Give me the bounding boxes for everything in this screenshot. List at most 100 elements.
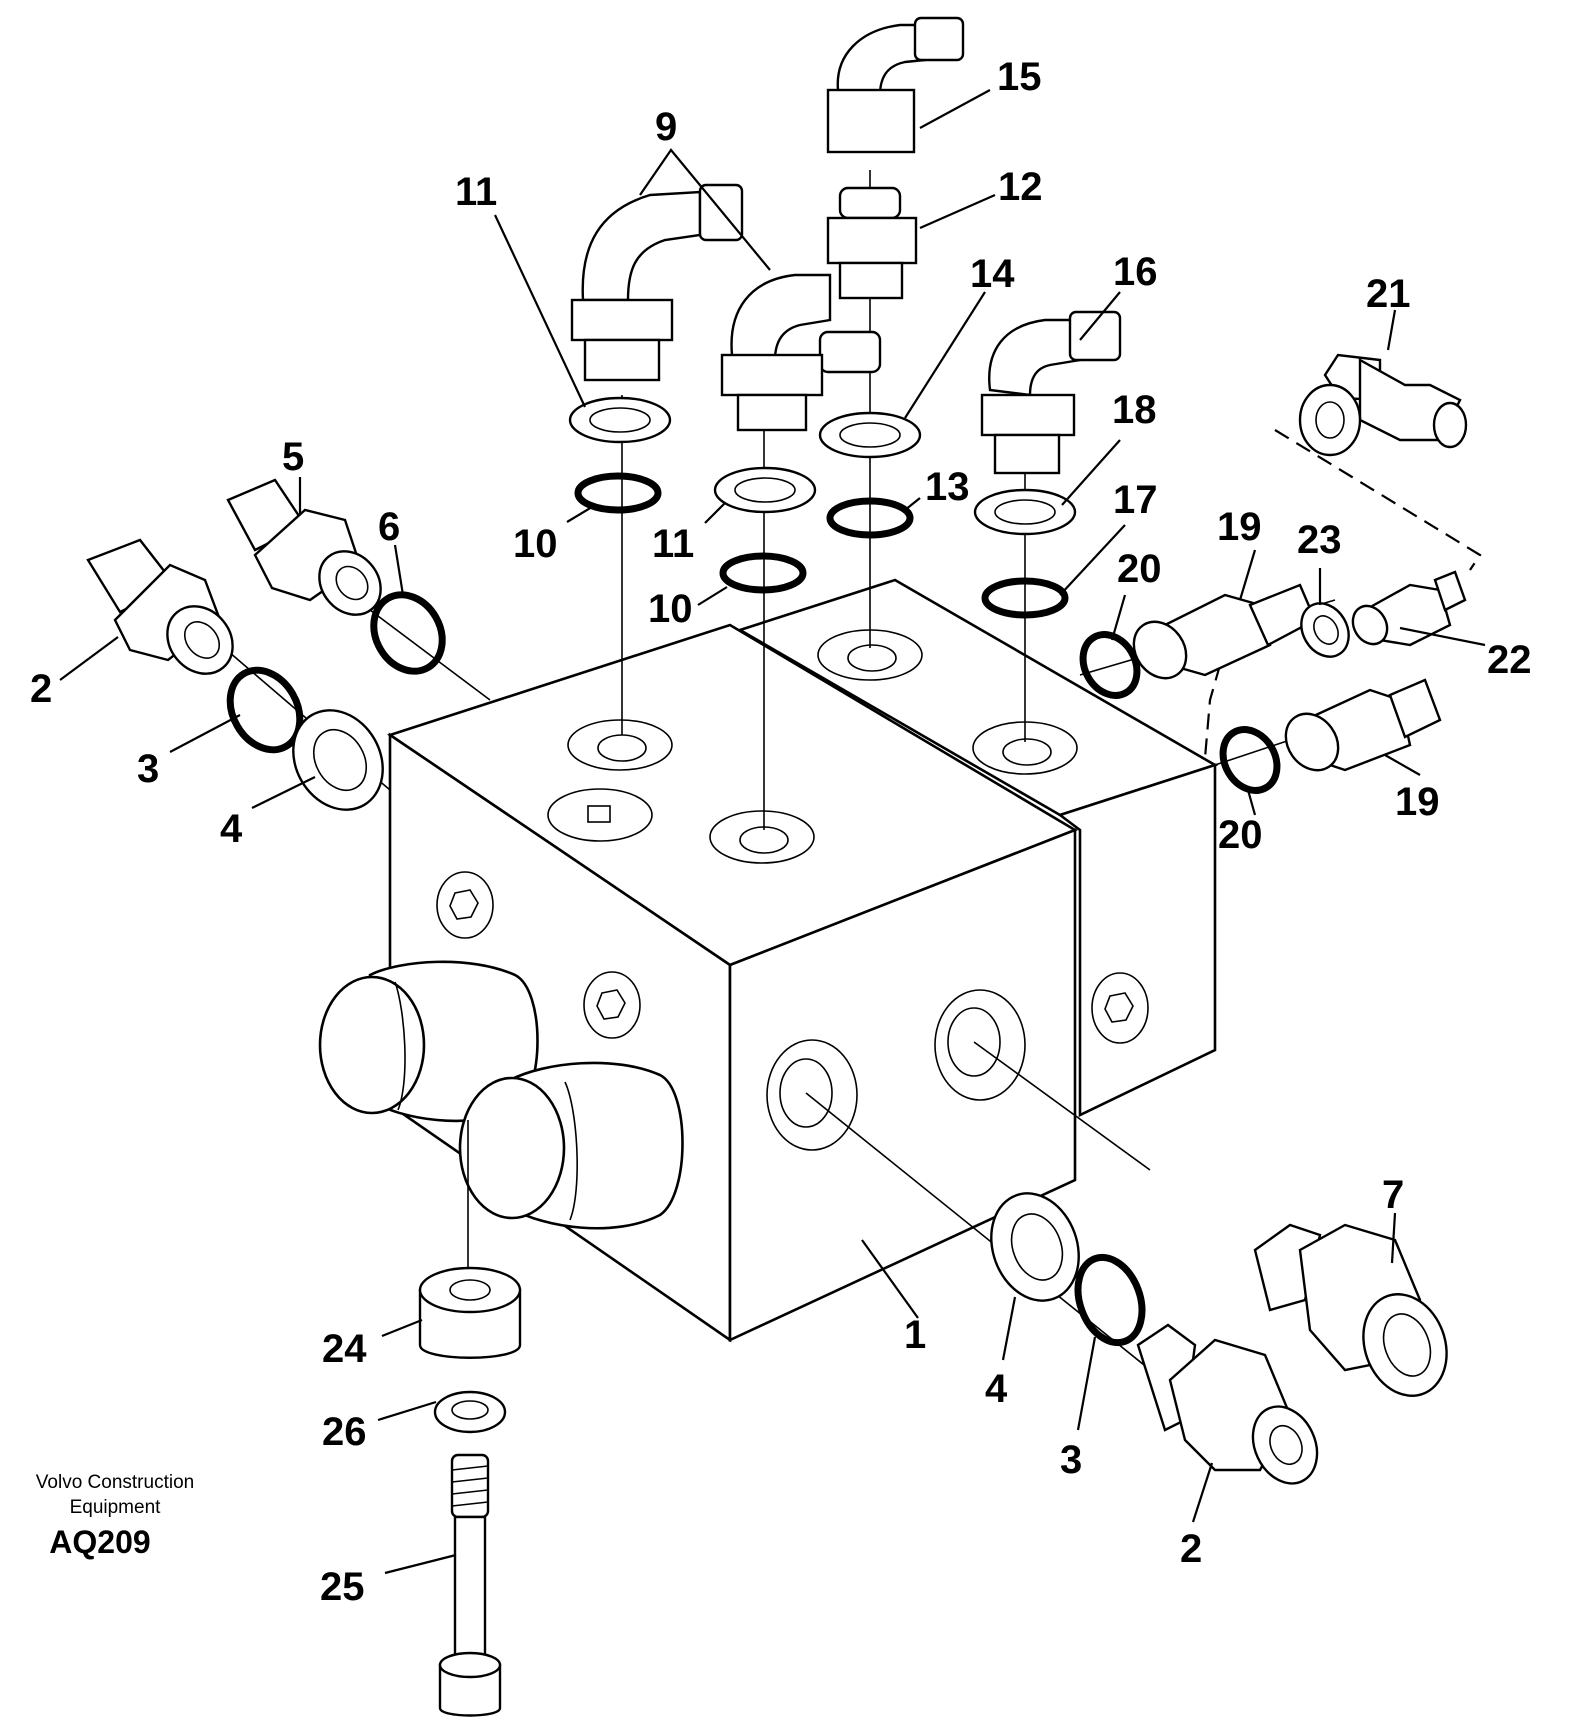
top-plug-socket xyxy=(587,805,611,823)
leader-12 xyxy=(919,193,996,230)
leader-1 xyxy=(861,1239,919,1319)
side-plug-2 xyxy=(583,971,641,1039)
washer-4a-hole xyxy=(312,729,368,791)
leader-21 xyxy=(1386,309,1397,351)
callout-3-right: 3 xyxy=(1060,1438,1082,1482)
leader-7 xyxy=(1390,1212,1397,1264)
leader-11b xyxy=(704,502,726,524)
callout-23: 23 xyxy=(1297,518,1342,562)
callout-16: 16 xyxy=(1113,250,1158,294)
leader-4a xyxy=(251,776,316,809)
callout-22: 22 xyxy=(1487,638,1532,682)
callout-11-b: 11 xyxy=(652,522,694,566)
elbow-15-body xyxy=(836,23,927,97)
callout-2-right: 2 xyxy=(1180,1527,1202,1571)
adapter-12-thread-bottom xyxy=(838,261,904,300)
callout-15: 15 xyxy=(997,55,1042,99)
bolt-25-thread-lines xyxy=(451,1465,489,1507)
leader-22 xyxy=(1399,626,1486,647)
callout-19-lower: 19 xyxy=(1395,780,1440,824)
leader-13 xyxy=(904,497,921,511)
elbow-16-thread-bottom xyxy=(993,433,1061,475)
bolt-25-head-top xyxy=(438,1651,502,1679)
elbow-9b-body xyxy=(730,273,832,362)
end-cap-2-face xyxy=(458,1076,566,1220)
axis-right-7 xyxy=(973,1041,1151,1171)
leader-4b xyxy=(1001,1296,1017,1361)
leader-6 xyxy=(393,544,405,596)
side-port-a-thread xyxy=(779,1058,833,1128)
left-fittings xyxy=(86,478,446,811)
callout-24: 24 xyxy=(322,1327,367,1371)
adapter-12-hex xyxy=(826,216,918,265)
fitting-2b-end xyxy=(1251,1405,1319,1485)
washer-26 xyxy=(433,1390,507,1434)
fitting-2a-end xyxy=(166,605,234,675)
top-port-4-thread xyxy=(1002,738,1052,766)
leader-9 xyxy=(639,148,771,271)
elbow-16-hex xyxy=(980,393,1076,437)
callout-10-a: 10 xyxy=(513,522,558,566)
callout-10-b: 10 xyxy=(648,587,693,631)
credit-block: Volvo Construction Equipment AQ209 xyxy=(36,1472,194,1560)
callout-2-left: 2 xyxy=(30,667,52,711)
elbow-9b-thread-bottom xyxy=(736,393,808,432)
oring-3a xyxy=(226,666,304,754)
washer-11a xyxy=(568,396,672,444)
leader-3b xyxy=(1076,1336,1097,1431)
leader-10a xyxy=(566,506,593,523)
callout-11-a: 11 xyxy=(455,170,497,214)
bottom-parts xyxy=(418,1266,522,1717)
callout-20-upper: 20 xyxy=(1117,547,1162,591)
fitting-22-end xyxy=(1351,604,1389,646)
leader-2a xyxy=(59,636,119,681)
washer-23 xyxy=(1300,602,1350,658)
tee-21-port-bore xyxy=(1315,401,1345,439)
washer-4a xyxy=(292,709,384,811)
washer-14-hole xyxy=(839,422,901,448)
fitting-19a-end xyxy=(1132,620,1188,680)
washer-11a-hole xyxy=(589,407,651,433)
callout-4-left: 4 xyxy=(220,807,243,851)
callout-9: 9 xyxy=(655,105,677,149)
front-block-right-face xyxy=(728,828,1077,1343)
fitting-19b-thread xyxy=(1388,678,1442,739)
oring-17 xyxy=(981,577,1069,619)
leader-19a xyxy=(1238,549,1257,601)
leader-lines xyxy=(59,89,1486,1575)
elbow-9a-body xyxy=(581,190,702,302)
fitting-5-end xyxy=(318,550,382,616)
elbow-9b-hex xyxy=(720,353,824,397)
leader-11a xyxy=(494,214,586,408)
top-port-1 xyxy=(567,719,673,771)
side-plug-1 xyxy=(436,871,494,939)
fitting-2a-bore xyxy=(183,621,221,659)
leader-17 xyxy=(1059,524,1126,596)
fitting-7-bore xyxy=(1382,1313,1432,1377)
elbow-15-nut xyxy=(826,88,916,154)
top-fittings xyxy=(568,16,1122,619)
bolt-25-shank xyxy=(453,1515,487,1664)
leader-10b xyxy=(697,586,728,606)
credit-line-1: Volvo Construction xyxy=(36,1472,194,1493)
bolt-25-head xyxy=(438,1663,502,1717)
callout-4-right: 4 xyxy=(985,1367,1008,1411)
leader-2b xyxy=(1191,1462,1214,1523)
leader-14 xyxy=(904,291,986,419)
end-cap-1-groove xyxy=(394,981,406,1111)
callout-3-left: 3 xyxy=(137,747,159,791)
elbow-15-thread xyxy=(913,16,965,62)
callout-25: 25 xyxy=(320,1565,365,1609)
spacer-24-top xyxy=(418,1266,522,1314)
fitting-19b-end xyxy=(1284,712,1340,772)
drawing-code: AQ209 xyxy=(49,1524,150,1560)
callout-5: 5 xyxy=(282,435,304,479)
callout-1: 1 xyxy=(904,1313,926,1357)
callout-20-lower: 20 xyxy=(1218,813,1263,857)
callout-21: 21 xyxy=(1366,272,1411,316)
elbow-16-body xyxy=(988,318,1082,397)
oring-13 xyxy=(826,497,914,539)
callout-7: 7 xyxy=(1382,1173,1404,1217)
